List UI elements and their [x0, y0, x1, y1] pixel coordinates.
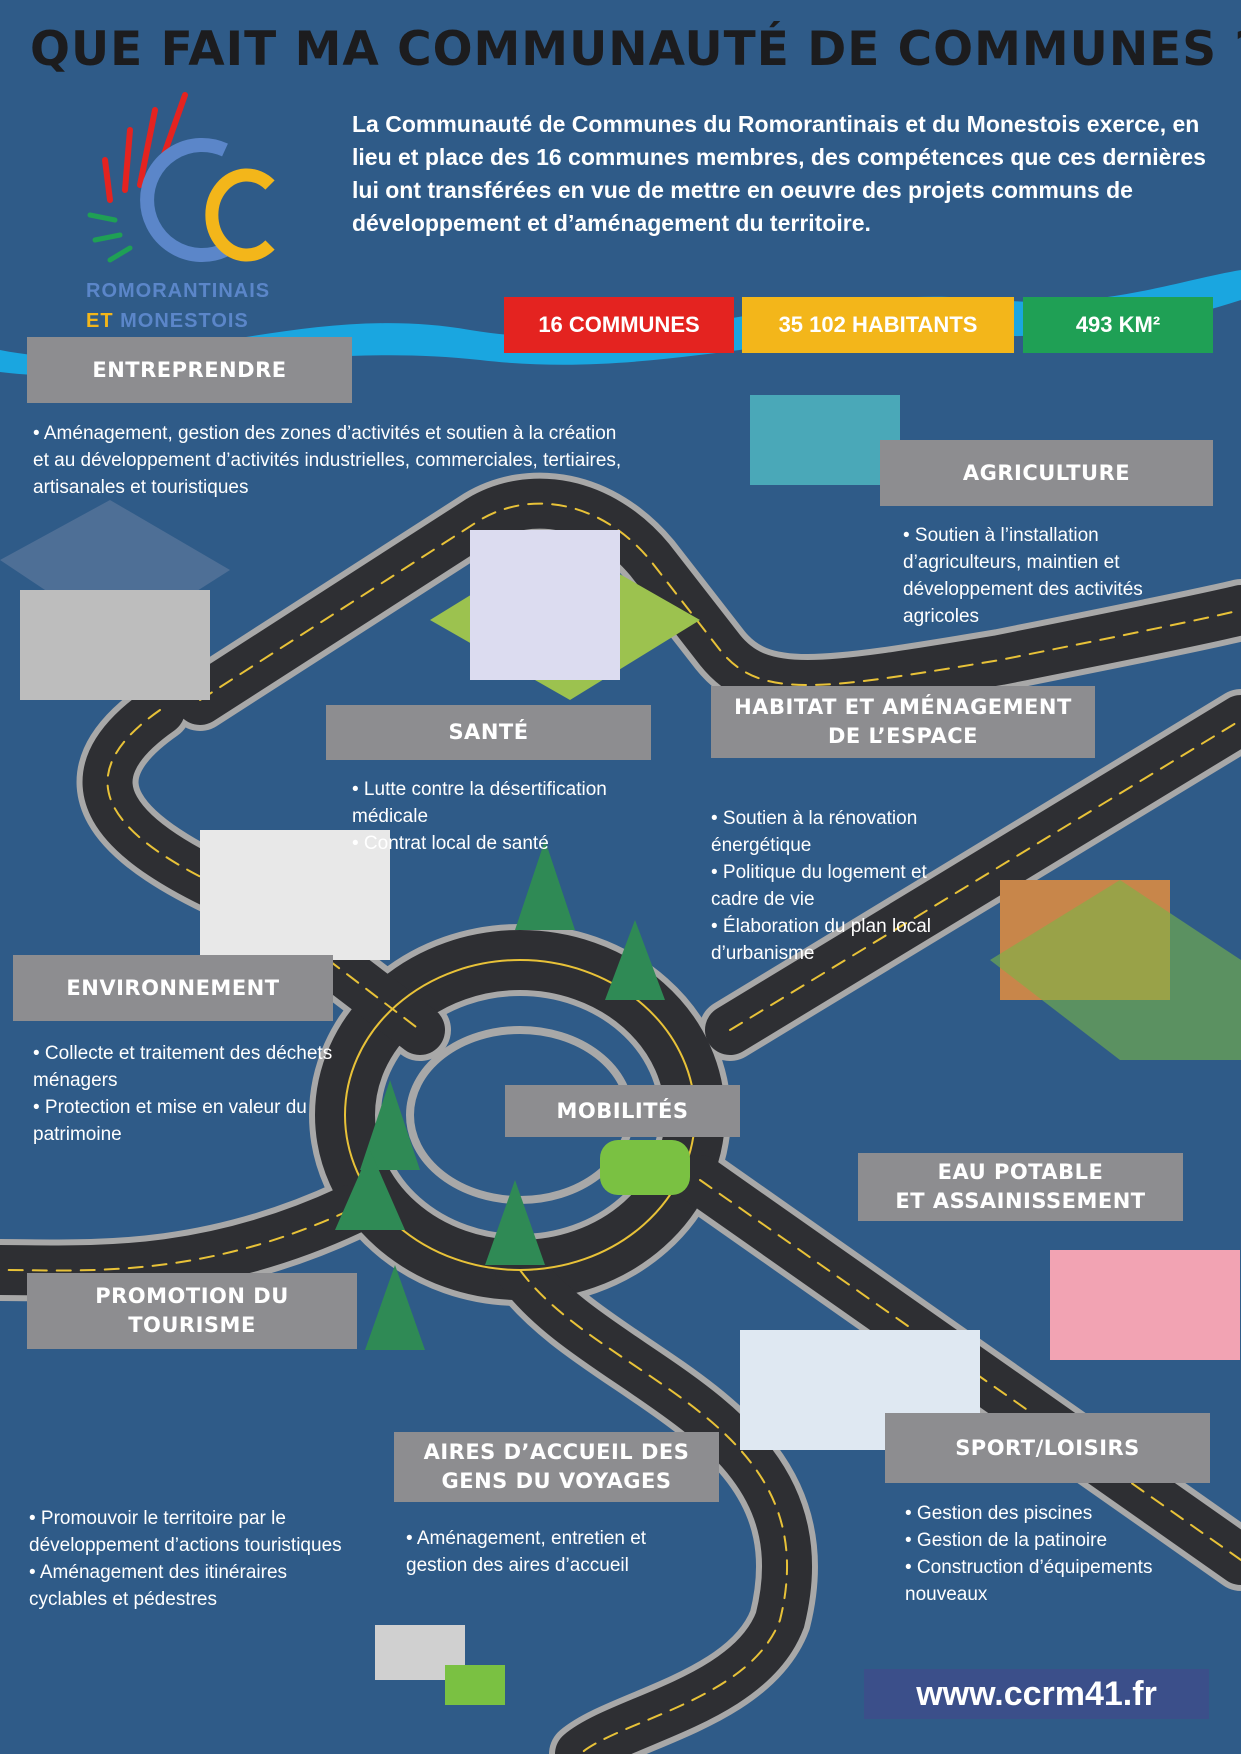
list-item: • Aménagement, gestion des zones d’activ… [33, 423, 622, 498]
list-item: • Politique du logement et cadre de vie [711, 862, 927, 910]
logo-mark-icon [87, 92, 275, 263]
list-item: • Gestion de la patinoire [905, 1530, 1108, 1551]
list-item: • Promouvoir le territoire par le dévelo… [29, 1508, 342, 1556]
section-text-sante: • Lutte contre la désertification médica… [352, 776, 682, 857]
list-item: • Collecte et traitement des déchets mén… [33, 1043, 333, 1091]
title-line: HABITAT ET AMÉNAGEMENT [734, 695, 1072, 719]
title-line: DE L’ESPACE [827, 724, 979, 748]
title-line: AIRES D’ACCUEIL DES [423, 1440, 690, 1464]
intro-text: La Communauté de Communes du Romorantina… [352, 111, 1206, 236]
list-item: • Soutien à la rénovation énergétique [711, 808, 918, 856]
section-text-habitat: • Soutien à la rénovation énergétique • … [711, 805, 971, 967]
logo-line-2b: MONESTOIS [120, 310, 249, 332]
stat-habitants: 35 102 HABITANTS [742, 297, 1014, 353]
logo-line-2a: ET [86, 310, 114, 332]
title-line: EAU POTABLE [937, 1160, 1104, 1184]
trees [335, 840, 665, 1350]
section-title-mobilites: MOBILITÉS [505, 1085, 740, 1137]
page-title: QUE FAIT MA COMMUNAUTÉ DE COMMUNES ? [30, 22, 1241, 77]
section-title-eau: EAU POTABLE ET ASSAINISSEMENT [858, 1153, 1183, 1221]
section-title-aires: AIRES D’ACCUEIL DES GENS DU VOYAGES [394, 1432, 719, 1502]
section-title-tourisme: PROMOTION DU TOURISME [27, 1273, 357, 1349]
list-item: • Construction d’équipements nouveaux [905, 1557, 1153, 1605]
website-link[interactable]: www.ccrm41.fr [864, 1669, 1209, 1719]
section-text-tourisme: • Promouvoir le territoire par le dévelo… [29, 1505, 359, 1613]
title-line: GENS DU VOYAGES [441, 1469, 672, 1493]
section-text-agriculture: • Soutien à l’installation d’agriculteur… [903, 522, 1213, 630]
list-item: • Lutte contre la désertification médica… [352, 779, 607, 827]
section-title-agriculture: AGRICULTURE [880, 440, 1213, 506]
section-title-habitat: HABITAT ET AMÉNAGEMENT DE L’ESPACE [711, 686, 1095, 758]
section-title-sport: SPORT/LOISIRS [885, 1413, 1210, 1483]
list-item: • Gestion des piscines [905, 1503, 1093, 1524]
title-line: ET ASSAINISSEMENT [895, 1189, 1146, 1213]
section-title-sante: SANTÉ [326, 705, 651, 760]
logo-line-1: ROMORANTINAIS [86, 280, 271, 302]
list-item: • Contrat local de santé [352, 833, 549, 854]
list-item: • Soutien à l’installation d’agriculteur… [903, 525, 1143, 627]
section-text-sport: • Gestion des piscines • Gestion de la p… [905, 1500, 1205, 1608]
title-line: PROMOTION DU [95, 1284, 289, 1308]
logo [85, 90, 285, 270]
list-item: • Élaboration du plan local d’urbanisme [711, 916, 932, 964]
section-text-environnement: • Collecte et traitement des déchets mén… [33, 1040, 353, 1148]
list-item: • Aménagement, entretien et gestion des … [406, 1528, 647, 1576]
section-title-entreprendre: ENTREPRENDRE [27, 337, 352, 403]
stat-communes: 16 COMMUNES [504, 297, 734, 353]
section-text-aires: • Aménagement, entretien et gestion des … [406, 1525, 686, 1579]
list-item: • Aménagement des itinéraires cyclables … [29, 1562, 288, 1610]
list-item: • Protection et mise en valeur du patrim… [33, 1097, 307, 1145]
section-text-entreprendre: • Aménagement, gestion des zones d’activ… [33, 420, 633, 501]
stat-area: 493 KM² [1023, 297, 1213, 353]
title-line: TOURISME [128, 1313, 256, 1337]
logo-text: ROMORANTINAIS ET MONESTOIS [86, 276, 270, 336]
section-title-environnement: ENVIRONNEMENT [13, 955, 333, 1021]
